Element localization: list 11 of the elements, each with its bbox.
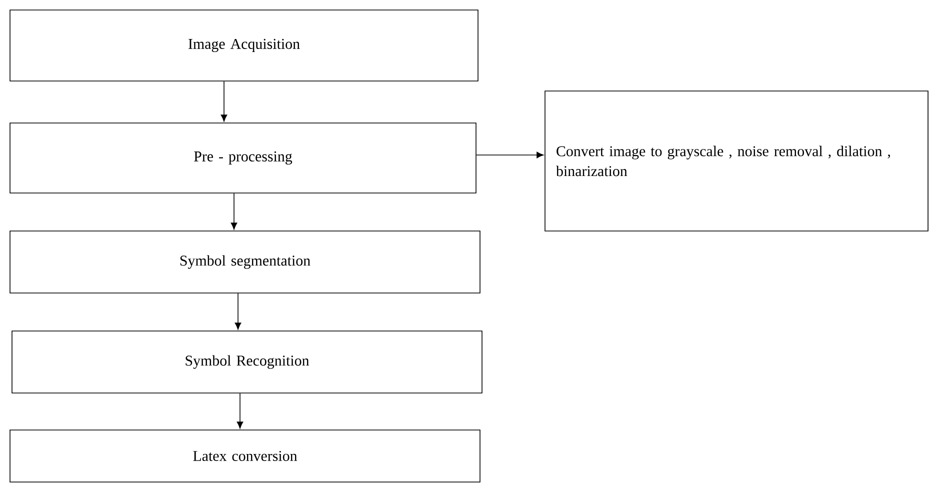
process-box: Symbol segmentation: [10, 230, 480, 294]
process-box: Pre - processing: [10, 122, 476, 194]
note-box: Convert image to grayscale , noise removal , dilation , binarization: [544, 90, 928, 232]
arrow: [234, 292, 242, 330]
arrow: [230, 192, 238, 230]
arrow: [236, 392, 244, 429]
arrow: [220, 80, 228, 122]
arrow: [476, 152, 544, 158]
process-box: Symbol Recognition: [12, 330, 482, 394]
process-box: Latex conversion: [10, 430, 480, 482]
process-box: Image Acquisition: [10, 10, 478, 82]
